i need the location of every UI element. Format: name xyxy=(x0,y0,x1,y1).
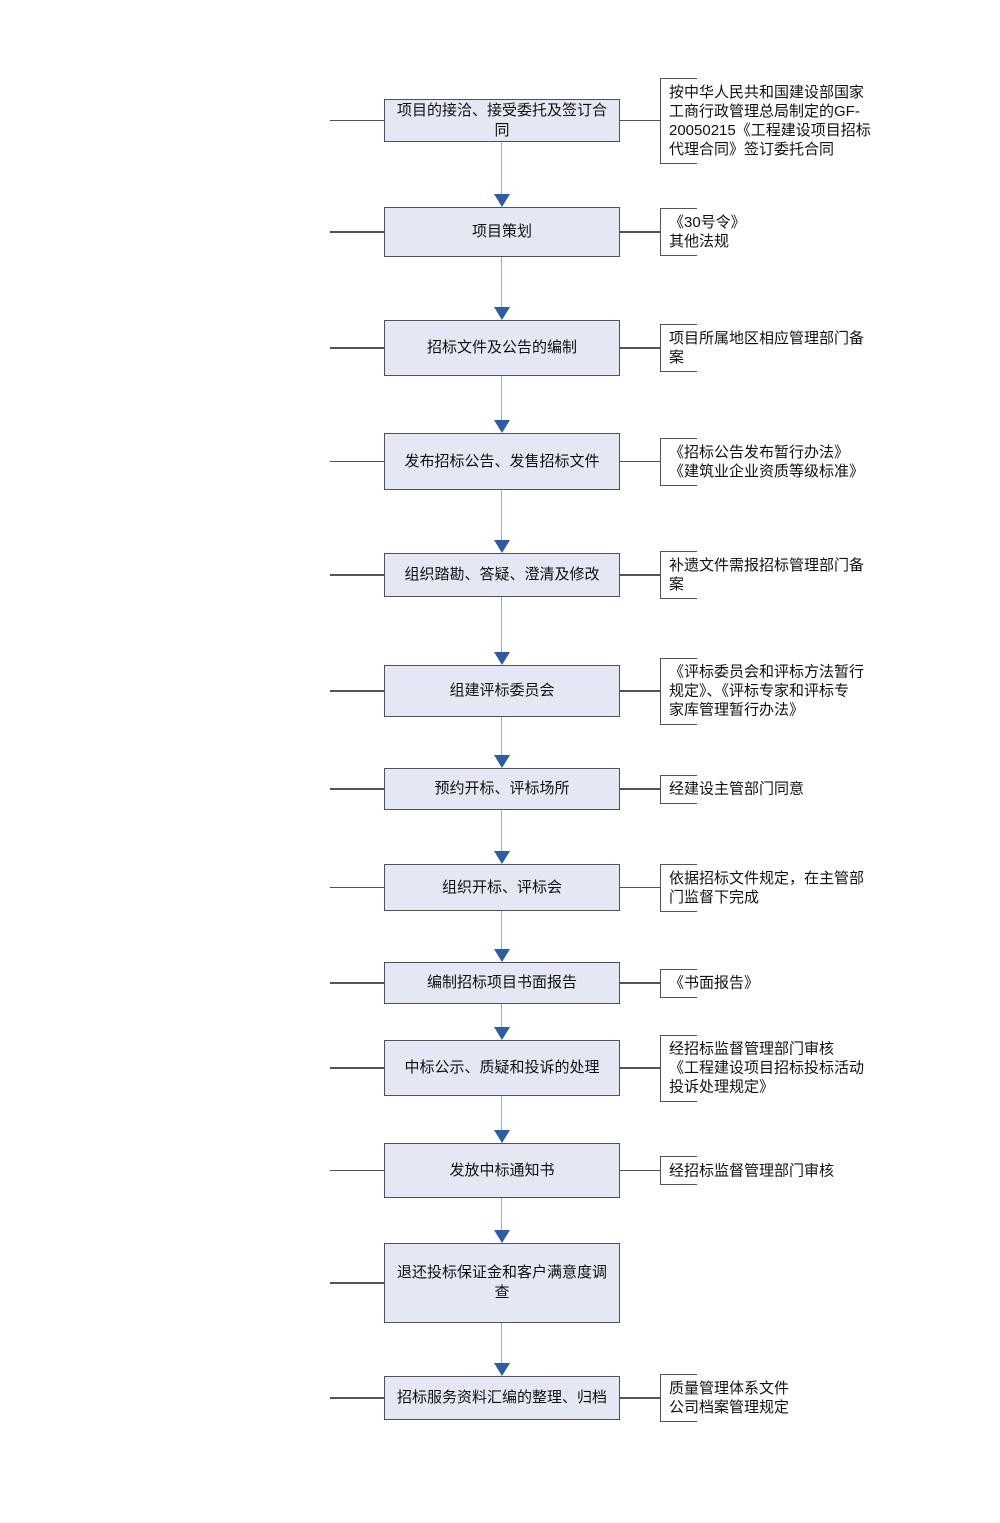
process-step-label: 招标文件及公告的编制 xyxy=(426,339,577,356)
connector-line-left xyxy=(330,347,384,349)
reference-callout: 按中华人民共和国建设部国家 工商行政管理总局制定的GF- 20050215《工程… xyxy=(660,77,930,164)
process-step-label: 招标服务资料汇编的整理、归档 xyxy=(396,1389,607,1406)
connector-line-right xyxy=(620,788,660,790)
connector-line-right xyxy=(620,1067,660,1069)
reference-callout: 《评标委员会和评标方法暂行 规定》、《评标专家和评标专 家库管理暂行办法》 xyxy=(660,657,930,725)
process-step-box: 招标服务资料汇编的整理、归档 xyxy=(384,1376,620,1420)
connector-line-left xyxy=(330,574,384,576)
reference-label: 依据招标文件规定，在主管部 门监督下完成 xyxy=(669,869,865,906)
flow-arrow-down xyxy=(493,1096,510,1143)
callout-bracket-right xyxy=(660,551,697,599)
connector-line-left xyxy=(330,690,384,692)
callout-bracket-right xyxy=(660,657,697,725)
connector-line-left xyxy=(330,982,384,984)
connector-line-right xyxy=(620,574,660,576)
flow-arrow-down xyxy=(493,490,510,553)
connector-line-right xyxy=(620,460,660,463)
reference-label: 质量管理体系文件 公司档案管理规定 xyxy=(669,1380,790,1416)
connector-line-left xyxy=(330,886,384,889)
process-step-box: 发布招标公告、发售招标文件 xyxy=(384,433,620,490)
connector-line-right xyxy=(620,1397,660,1399)
process-step-label: 中标公示、质疑和投诉的处理 xyxy=(404,1059,600,1076)
connector-line-right xyxy=(620,1169,660,1172)
connector-line-left xyxy=(330,788,384,790)
process-step-box: 发放中标通知书 xyxy=(384,1143,620,1198)
process-step-box: 招标文件及公告的编制 xyxy=(384,320,620,376)
reference-callout: 项目所属地区相应管理部门备 案 xyxy=(660,324,930,372)
process-step-label: 退还投标保证金和客户满意度调 查 xyxy=(396,1264,607,1301)
flow-arrow-down xyxy=(493,717,510,768)
flow-arrow-down xyxy=(493,1004,510,1040)
connector-line-right xyxy=(620,886,660,889)
flow-arrow-down xyxy=(493,376,510,433)
reference-label: 《招标公告发布暂行办法》 《建筑业企业资质等级标准》 xyxy=(669,443,865,480)
callout-bracket-right xyxy=(660,437,697,486)
process-step-label: 组织踏勘、答疑、澄清及修改 xyxy=(404,566,600,583)
connector-line-right xyxy=(620,231,660,233)
callout-bracket-right xyxy=(660,774,697,804)
process-step-box: 项目策划 xyxy=(384,207,620,257)
reference-callout: 《30号令》 其他法规 xyxy=(660,208,930,256)
process-step-label: 组建评标委员会 xyxy=(449,682,555,699)
reference-label: 按中华人民共和国建设部国家 工商行政管理总局制定的GF- 20050215《工程… xyxy=(669,83,871,158)
connector-line-left xyxy=(330,1169,384,1172)
process-step-label: 发布招标公告、发售招标文件 xyxy=(404,452,600,470)
reference-callout: 补遗文件需报招标管理部门备 案 xyxy=(660,551,930,599)
flow-arrow-down xyxy=(493,810,510,864)
reference-label: 经建设主管部门同意 xyxy=(669,780,805,798)
reference-label: 补遗文件需报招标管理部门备 案 xyxy=(669,557,865,593)
connector-line-left xyxy=(330,1397,384,1399)
connector-line-right xyxy=(620,347,660,349)
flow-arrow-down xyxy=(493,1198,510,1243)
process-step-label: 预约开标、评标场所 xyxy=(434,780,570,797)
callout-bracket-right xyxy=(660,1156,697,1185)
process-step-label: 组织开标、评标会 xyxy=(441,878,562,896)
reference-callout: 《招标公告发布暂行办法》 《建筑业企业资质等级标准》 xyxy=(660,437,930,486)
process-step-box: 中标公示、质疑和投诉的处理 xyxy=(384,1040,620,1096)
connector-line-left xyxy=(330,1067,384,1069)
reference-label: 《书面报告》 xyxy=(669,974,760,992)
reference-callout: 经招标监督管理部门审核 xyxy=(660,1156,930,1185)
reference-callout: 依据招标文件规定，在主管部 门监督下完成 xyxy=(660,863,930,912)
process-step-label: 发放中标通知书 xyxy=(449,1161,555,1179)
process-step-box: 项目的接洽、接受委托及签订合 同 xyxy=(384,99,620,142)
callout-bracket-right xyxy=(660,1034,697,1102)
process-step-box: 预约开标、评标场所 xyxy=(384,768,620,810)
flow-arrow-down xyxy=(493,1323,510,1376)
reference-label: 《评标委员会和评标方法暂行 规定》、《评标专家和评标专 家库管理暂行办法》 xyxy=(669,663,865,719)
callout-bracket-right xyxy=(660,968,697,998)
process-step-box: 退还投标保证金和客户满意度调 查 xyxy=(384,1243,620,1323)
reference-label: 《30号令》 其他法规 xyxy=(669,214,746,250)
process-step-box: 组织开标、评标会 xyxy=(384,864,620,911)
callout-bracket-right xyxy=(660,863,697,912)
callout-bracket-right xyxy=(660,77,697,164)
flow-arrow-down xyxy=(493,597,510,665)
reference-label: 经招标监督管理部门审核 xyxy=(669,1162,835,1179)
process-step-label: 项目的接洽、接受委托及签订合 同 xyxy=(396,101,607,139)
connector-line-left xyxy=(330,119,384,122)
callout-bracket-right xyxy=(660,1374,697,1422)
connector-line-right xyxy=(620,982,660,984)
process-step-box: 编制招标项目书面报告 xyxy=(384,962,620,1004)
reference-callout: 《书面报告》 xyxy=(660,968,930,998)
process-step-box: 组织踏勘、答疑、澄清及修改 xyxy=(384,553,620,597)
flow-arrow-down xyxy=(493,911,510,962)
connector-line-right xyxy=(620,119,660,122)
reference-callout: 质量管理体系文件 公司档案管理规定 xyxy=(660,1374,930,1422)
reference-callout: 经招标监督管理部门审核 《工程建设项目招标投标活动 投诉处理规定》 xyxy=(660,1034,930,1102)
connector-line-left xyxy=(330,460,384,463)
reference-callout: 经建设主管部门同意 xyxy=(660,774,930,804)
reference-label: 项目所属地区相应管理部门备 案 xyxy=(669,330,865,366)
connector-line-left xyxy=(330,231,384,233)
process-step-box: 组建评标委员会 xyxy=(384,665,620,717)
connector-line-left xyxy=(330,1282,384,1284)
flow-arrow-down xyxy=(493,257,510,320)
flow-arrow-down xyxy=(493,142,510,207)
process-step-label: 项目策划 xyxy=(471,223,532,240)
connector-line-right xyxy=(620,690,660,692)
callout-bracket-right xyxy=(660,324,697,372)
callout-bracket-right xyxy=(660,208,697,256)
reference-label: 经招标监督管理部门审核 《工程建设项目招标投标活动 投诉处理规定》 xyxy=(669,1040,865,1096)
process-step-label: 编制招标项目书面报告 xyxy=(426,974,577,991)
